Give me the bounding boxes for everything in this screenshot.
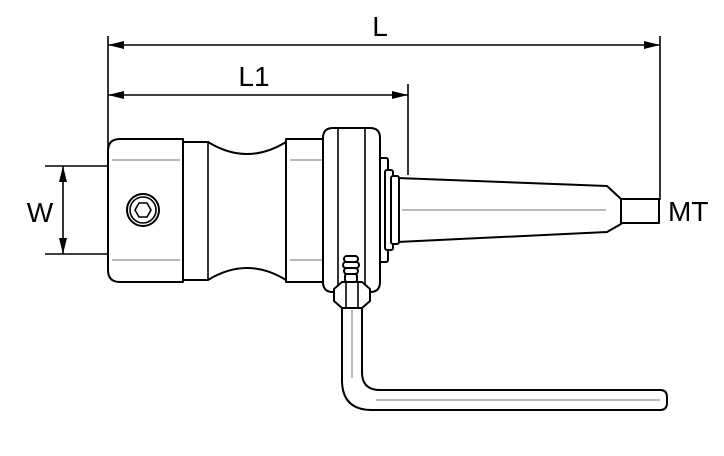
body-length-label: L1 (238, 61, 269, 92)
taper-label: MT (668, 196, 708, 227)
arrowhead-left (108, 41, 124, 49)
arrowhead-l1-right (392, 91, 408, 99)
hex-socket-icon (134, 202, 152, 218)
arrowhead-l1-left (108, 91, 124, 99)
dimension-width: W (27, 165, 112, 255)
taper-tang (620, 198, 660, 224)
hex-key (341, 307, 668, 411)
arrowhead-w-top (59, 166, 67, 182)
collar-ring-3 (390, 175, 400, 245)
arrowhead-right (644, 41, 660, 49)
grease-fitting (333, 255, 371, 309)
screw-ring (129, 196, 157, 224)
hex-key-body (341, 307, 668, 411)
arrowhead-w-bottom (59, 238, 67, 254)
fitting-hex-nut (333, 281, 371, 309)
dimension-body-length: L1 (108, 61, 409, 175)
screw-head (126, 193, 160, 227)
fitting-neck (344, 273, 358, 283)
width-label: W (27, 197, 54, 228)
morse-taper-shank (377, 157, 660, 263)
overall-length-label: L (372, 11, 388, 42)
body-waist (182, 141, 287, 281)
set-screw (126, 193, 160, 227)
dimension-overall-length: L (107, 11, 661, 200)
